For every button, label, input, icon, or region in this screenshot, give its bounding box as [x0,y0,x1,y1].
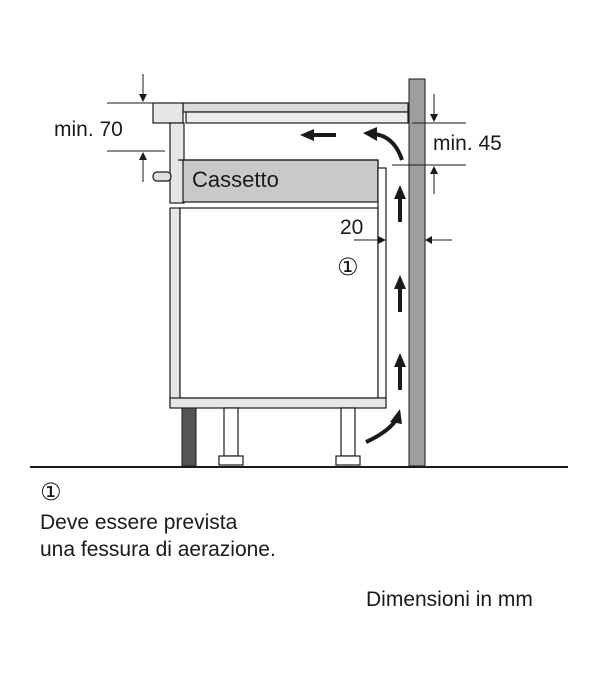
plinth [181,407,197,467]
cabinet-interior [179,207,379,399]
callout-marker: ① [337,254,359,281]
leg-right [340,407,356,457]
legend-line-1: Deve essere prevista [40,511,238,534]
airflow-arrow-curve-bottom [365,409,402,444]
airflow-arrow-up-2 [394,275,406,312]
wall [408,78,426,467]
airflow-arrow-curve-top [363,127,404,161]
cabinet-side [169,207,181,407]
units-note: Dimensioni in mm [366,588,533,611]
worktop [152,102,184,124]
drawer-label: Cassetto [192,167,279,192]
dim70-arrowhead-bottom [139,152,147,160]
cabinet-back-panel [377,167,387,399]
leg-right-foot [335,455,361,466]
drawer-front [182,159,379,203]
cooktop-body [185,111,409,124]
cabinet-bottom [169,397,387,409]
legend-note: Deve essere prevista una fessura di aera… [40,509,276,563]
worktop-front-edge [169,122,185,204]
airflow-arrows [300,127,406,444]
dim20-arrowhead-right [425,236,432,244]
drawer-handle [152,171,172,182]
dim20-arrowhead-left [378,236,386,244]
cooktop-glass [182,102,409,113]
airflow-arrow-up-1 [394,353,406,390]
dim45-arrowhead-bottom [430,166,438,174]
dim70-arrowhead-top [139,94,147,102]
dim45-arrowhead-top [430,114,438,122]
dimension-label-20: 20 [340,216,364,239]
legend-line-2: una fessura di aerazione. [40,538,276,561]
dimension-label-min-70: min. 70 [54,118,123,141]
legend-marker: ① [40,479,62,506]
dimension-label-min-45: min. 45 [433,132,502,155]
airflow-arrow-left [300,129,336,141]
leg-left [223,407,239,457]
leg-left-foot [218,455,244,466]
airflow-arrow-up-3 [394,185,406,222]
